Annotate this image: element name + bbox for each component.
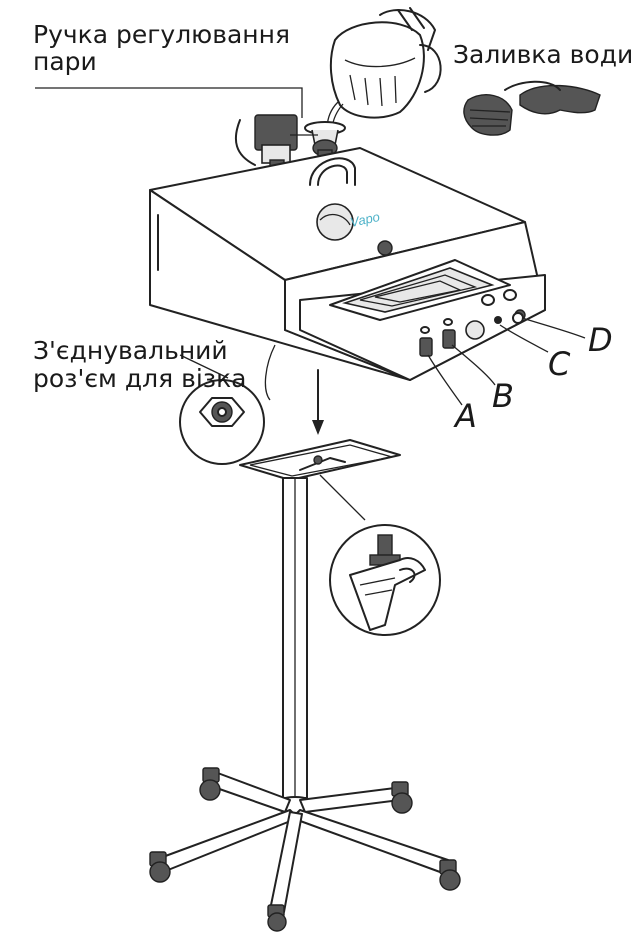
connector-label-line2: роз'єм для візка	[33, 364, 247, 393]
caster-1	[200, 768, 220, 800]
control-letter-b: B	[492, 380, 514, 412]
water-fill-hand-illustration	[464, 82, 600, 135]
cart-pole	[283, 478, 307, 798]
control-letter-d: D	[588, 324, 613, 356]
cart-plate	[240, 440, 400, 480]
leader-d	[522, 318, 585, 338]
steam-knob-label-line1: Ручка регулювання	[33, 20, 290, 49]
caster-5	[268, 905, 286, 931]
leader-b	[452, 345, 495, 385]
leader-c	[500, 325, 548, 352]
caster-2	[392, 782, 412, 813]
screw-detail	[320, 475, 440, 635]
water-fill-label: Заливка води	[453, 40, 633, 69]
caster-3	[440, 860, 460, 890]
control-letter-a: A	[455, 400, 477, 432]
steam-knob-leader-line	[35, 88, 302, 118]
steam-knob-label-line2: пари	[33, 47, 97, 76]
water-pitcher-illustration	[305, 8, 441, 145]
connector-label-line1: З'єднувальний	[33, 336, 228, 365]
control-letter-c: C	[548, 348, 570, 380]
